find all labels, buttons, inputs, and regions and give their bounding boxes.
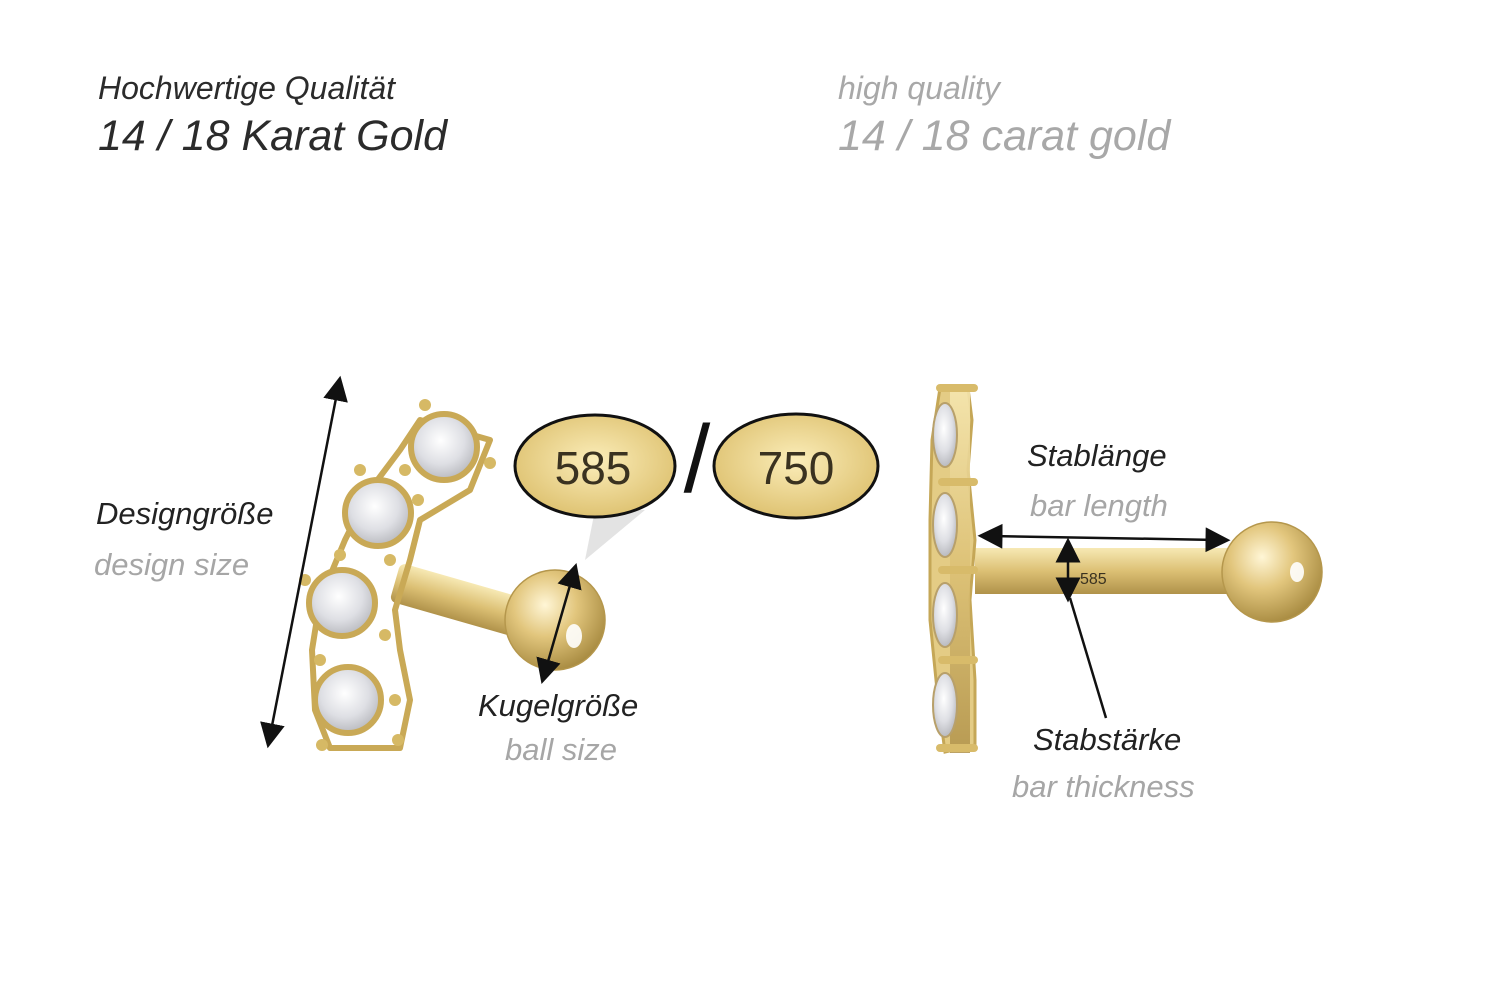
- header-de-gold: 14 / 18 Karat Gold: [98, 112, 447, 160]
- ball-size-arrow: [536, 562, 582, 685]
- left-bar: [390, 564, 539, 640]
- stamp-750: 750: [712, 412, 880, 520]
- label-bar-thickness-de: Stabstärke: [1033, 722, 1182, 757]
- bar-stamp-585: 585: [1080, 571, 1107, 588]
- label-ball-size-en: ball size: [505, 732, 617, 767]
- label-ball-size-de: Kugelgröße: [478, 688, 639, 723]
- bar-thickness-leader: [1068, 597, 1108, 719]
- header-de-quality: Hochwertige Qualität: [98, 70, 396, 106]
- label-design-size-en: design size: [94, 547, 250, 582]
- left-stone-4: [312, 664, 384, 736]
- right-ball: [1221, 521, 1323, 623]
- left-ball: [504, 569, 606, 671]
- right-earring: 585: [928, 384, 1323, 754]
- label-design-size-de: Designgröße: [96, 496, 274, 531]
- right-bar: [975, 548, 1235, 594]
- svg-text:585: 585: [555, 442, 632, 494]
- label-bar-thickness-en: bar thickness: [1012, 769, 1195, 804]
- label-bar-length-en: bar length: [1030, 488, 1168, 523]
- svg-text:750: 750: [758, 442, 835, 494]
- left-stone-1: [408, 411, 480, 483]
- right-stones: [932, 402, 958, 738]
- header-en-quality: high quality: [838, 70, 1000, 106]
- left-stone-3: [306, 567, 378, 639]
- bar-length-arrow: [977, 523, 1231, 553]
- stamp-callout-pointer: [585, 510, 645, 560]
- stamp-585: 585: [513, 413, 677, 519]
- header-en-gold: 14 / 18 carat gold: [838, 112, 1171, 160]
- label-bar-length-de: Stablänge: [1027, 438, 1167, 473]
- design-size-arrow: [260, 375, 348, 749]
- left-stone-2: [342, 477, 414, 549]
- stamp-separator: /: [684, 406, 711, 513]
